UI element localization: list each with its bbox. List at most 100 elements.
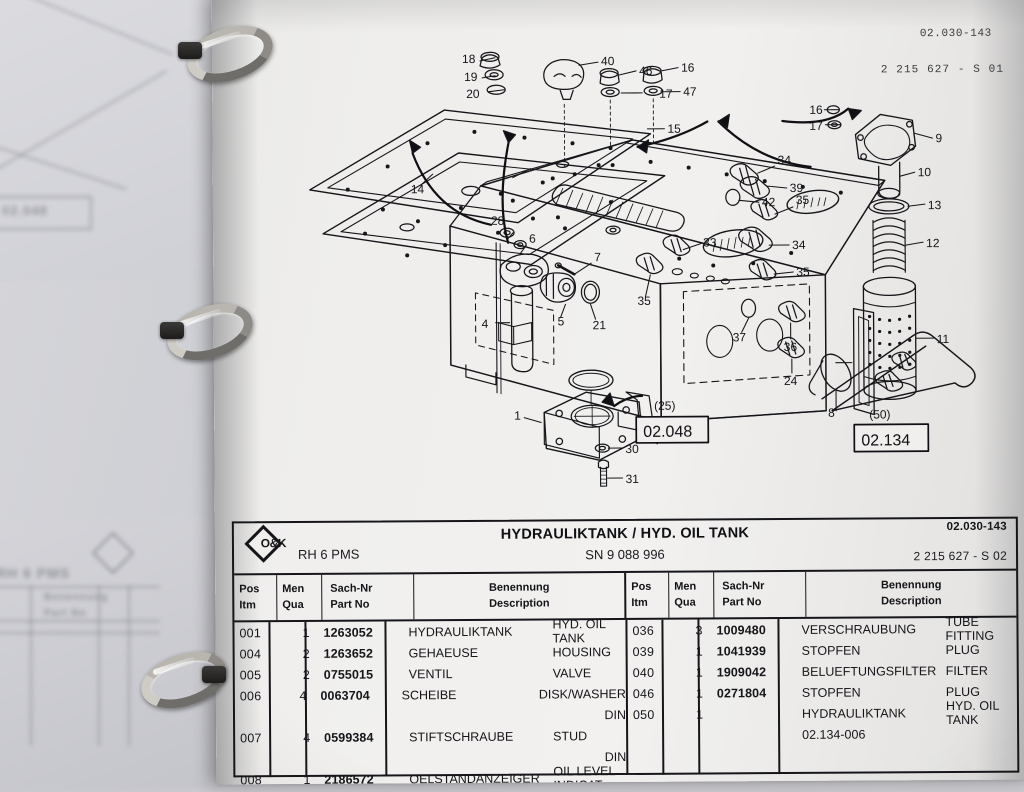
header-pos-de-2: Pos	[631, 579, 665, 595]
header-pos-2: Pos Itm	[626, 573, 669, 618]
callout-6: 6	[529, 232, 536, 246]
cell-benennung: SCHEIBE	[397, 687, 535, 702]
header-partno-2: Sach-Nr Part No	[714, 572, 806, 618]
background-table-line	[128, 586, 130, 746]
cell-description: VALVE	[549, 665, 626, 679]
cell-quantity: 3	[666, 623, 708, 637]
cell-part-number: 1041939	[709, 643, 797, 658]
cell-part-number: 1263052	[315, 625, 403, 640]
cell-benennung	[393, 757, 527, 758]
table-code-top: 02.030-143	[947, 521, 1007, 533]
cell-benennung: GEHAEUSE	[404, 645, 549, 660]
callout-17b: 17	[809, 119, 823, 133]
cell-position: 006	[235, 689, 272, 703]
catalog-page: 02.030-143 2 215 627 - S 01	[212, 0, 1024, 784]
callout-28: 28	[491, 214, 505, 228]
callout-37: 37	[733, 330, 747, 344]
reference-code-02048: 02.048	[643, 424, 692, 441]
fitting-34b	[739, 227, 773, 252]
header-qty-de: Men	[282, 581, 318, 597]
header-partno-en-2: Part No	[722, 594, 802, 610]
cell-description: DIN	[526, 707, 626, 722]
cell-quantity: 4	[272, 688, 312, 702]
reference-paren-50: (50)	[869, 407, 890, 421]
cell-description: STUD	[549, 728, 626, 742]
header-desc-de-2: Benennung	[809, 577, 1013, 594]
callout-35c: 35	[796, 265, 810, 279]
callout-7: 7	[594, 250, 601, 264]
callout-24: 24	[784, 374, 798, 388]
cell-part-number	[709, 734, 797, 735]
fitting-36	[779, 301, 806, 322]
small-parts-46-47	[600, 69, 619, 97]
cell-description: PLUG	[942, 642, 1017, 656]
cell-part-number: 2186572	[316, 772, 404, 785]
callout-11: 11	[937, 332, 950, 346]
assembly-title: HYDRAULIKTANK / HYD. OIL TANK	[234, 524, 1016, 545]
callout-15: 15	[667, 122, 681, 136]
callout-30: 30	[625, 442, 639, 456]
header-qty-de-2: Men	[674, 579, 710, 595]
background-table-line	[0, 632, 160, 634]
suction-pipe-assembly	[500, 228, 600, 372]
cell-description: PLUG	[942, 684, 1017, 698]
cell-description: TUBE FITTING	[941, 614, 1016, 642]
cell-description: HOUSING	[549, 644, 626, 658]
column-headers-right: Pos Itm Men Qua Sach-Nr Part No Benennun…	[626, 571, 1016, 618]
cell-description: OIL LEVEL INDICAT	[549, 763, 626, 784]
header-description: Benennung Description	[414, 573, 624, 619]
table-code-bottom: 2 215 627 - S 02	[913, 549, 1007, 564]
callout-4: 4	[482, 317, 489, 331]
cell-description: FILTER	[942, 663, 1017, 677]
callout-35: 35	[637, 294, 651, 308]
oring-37	[741, 299, 755, 317]
table-title-block: HYDRAULIKTANK / HYD. OIL TANK SN 9 088 9…	[234, 524, 1016, 565]
cell-benennung: STIFTSCHRAUBE	[404, 729, 549, 744]
background-ref-text: 02.048	[2, 203, 48, 218]
cell-quantity: 1	[273, 625, 315, 639]
parts-list-table: O&K RH 6 PMS HYDRAULIKTANK / HYD. OIL TA…	[232, 517, 1020, 778]
exploded-parts-diagram: 18 19 20 40 46 47 16 17 15 14 28 6 7 4 5…	[212, 0, 1024, 540]
cell-part-number: 0755015	[316, 667, 404, 682]
callout-40: 40	[601, 54, 615, 68]
background-table-line	[0, 620, 160, 622]
callout-16: 16	[681, 61, 695, 75]
callout-18: 18	[462, 52, 476, 66]
diagram-svg: 18 19 20 40 46 47 16 17 15 14 28 6 7 4 5…	[212, 0, 1024, 540]
header-partno: Sach-Nr Part No	[322, 574, 414, 620]
cell-description: HYD. OIL TANK	[942, 698, 1017, 726]
cell-quantity: 2	[274, 667, 316, 681]
background-table-line	[98, 586, 100, 746]
cell-benennung: 02.134-006	[797, 727, 942, 742]
header-pos-en: Itm	[239, 598, 273, 614]
cell-part-number	[709, 713, 797, 714]
cell-quantity: 1	[667, 644, 709, 658]
fitting-34a	[730, 164, 758, 186]
header-partno-de-2: Sach-Nr	[722, 578, 802, 594]
callout-33: 33	[703, 235, 717, 249]
oring-42	[726, 189, 740, 205]
cell-quantity: 1	[667, 707, 709, 721]
header-pos-de: Pos	[239, 582, 273, 598]
filler-cap-40	[544, 59, 584, 99]
column-headers-left: Pos Itm Men Qua Sach-Nr Part No Benennun…	[234, 573, 626, 620]
callout-9: 9	[935, 131, 942, 145]
callout-35b: 35	[796, 193, 810, 207]
callout-17c: 17	[659, 87, 673, 101]
cell-quantity: 1	[274, 772, 316, 784]
leader-lines	[420, 55, 935, 479]
cell-description: DISK/WASHER	[535, 686, 626, 701]
background-column-header: Benennung	[44, 592, 108, 603]
callout-20: 20	[466, 87, 480, 101]
callout-8: 8	[828, 406, 835, 420]
logo-text: O&K	[251, 536, 296, 550]
callout-21: 21	[593, 318, 607, 332]
callout-34: 34	[778, 153, 792, 167]
